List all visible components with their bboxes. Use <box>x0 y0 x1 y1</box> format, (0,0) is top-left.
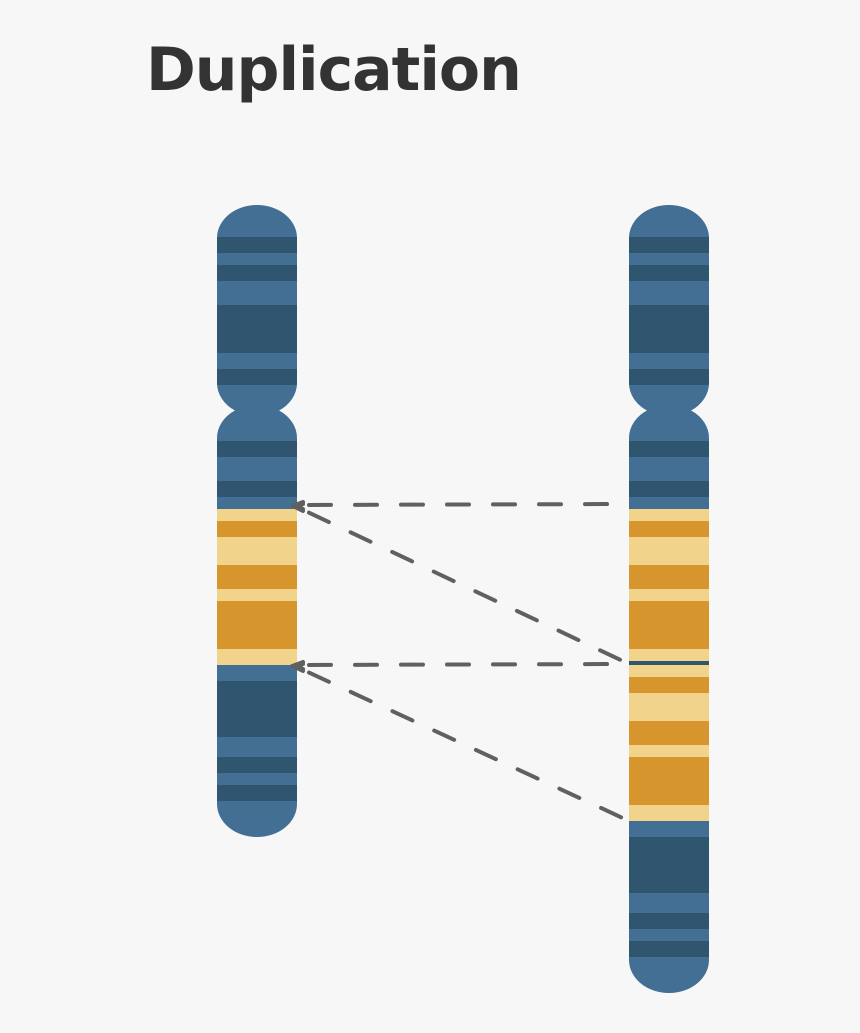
dashed-connector-segment-end-to-copy1-end <box>307 662 629 667</box>
chromosome-band <box>217 757 297 773</box>
connector-arrow-icon <box>290 502 305 513</box>
chromosome-band <box>629 665 709 677</box>
chromosome-band <box>217 565 297 589</box>
chromosome-band <box>629 537 709 565</box>
chromosome-band <box>629 589 709 601</box>
chromosome-band <box>217 305 297 353</box>
chromosome-band <box>217 785 297 801</box>
chromosome-band <box>629 721 709 745</box>
chromosome-band <box>217 589 297 601</box>
chromosome-band <box>629 441 709 457</box>
chromosome-band <box>217 237 297 253</box>
chromosome-band <box>629 369 709 385</box>
chromosome-band <box>629 805 709 821</box>
chromosome-band <box>629 265 709 281</box>
chromosome-band <box>629 237 709 253</box>
chromosome-band <box>629 745 709 757</box>
chromosome-band <box>629 481 709 497</box>
chromosome-band <box>629 649 709 661</box>
chromosome-band <box>217 681 297 737</box>
chromosome-band <box>629 661 709 665</box>
chromosome-band <box>629 521 709 537</box>
duplicated-chromosome <box>629 205 709 993</box>
dashed-connector-segment-end-to-copy2-end <box>307 670 629 822</box>
chromosome-band <box>217 537 297 565</box>
chromosome-band <box>629 693 709 721</box>
chromosome-band <box>629 677 709 693</box>
chromosome-band <box>629 509 709 521</box>
chromosome-band <box>217 649 297 665</box>
chromosome-band <box>217 369 297 385</box>
chromosome-band <box>629 913 709 929</box>
chromosome-band <box>629 941 709 957</box>
dashed-connector-segment-start-to-copy1-start <box>307 502 629 507</box>
diagram-title: Duplication <box>146 35 522 105</box>
chromosome-band <box>217 441 297 457</box>
original-chromosome <box>217 205 297 837</box>
chromosome-band <box>629 757 709 805</box>
chromosome-band <box>629 601 709 649</box>
chromosome-band <box>217 265 297 281</box>
chromosome-band <box>217 509 297 521</box>
chromosome-band <box>629 837 709 893</box>
chromosome-band <box>217 601 297 649</box>
chromosome-band <box>217 521 297 537</box>
duplication-connectors <box>290 500 629 822</box>
dashed-connector-segment-start-to-copy2-start <box>307 510 629 665</box>
chromosome-band <box>629 305 709 353</box>
connector-arrow-icon <box>290 662 305 673</box>
chromosome-band <box>629 565 709 589</box>
chromosome-band <box>217 481 297 497</box>
